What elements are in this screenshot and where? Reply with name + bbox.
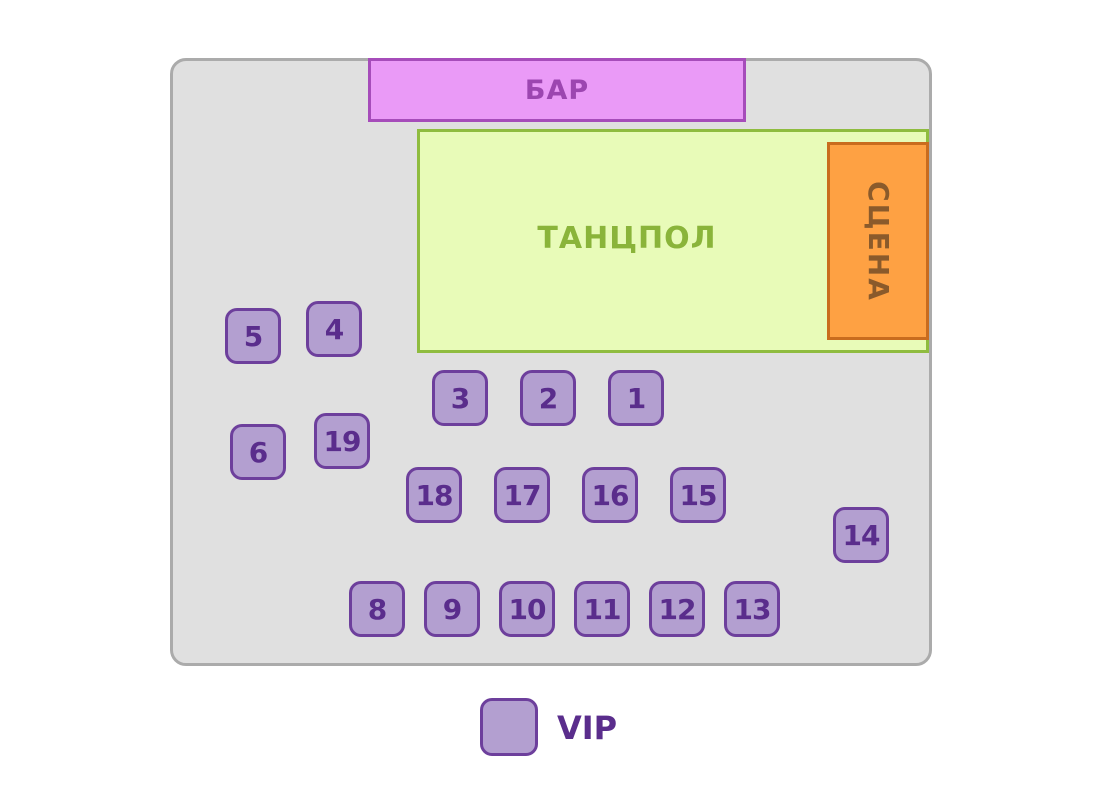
stage-area: [827, 142, 929, 340]
table-11[interactable]: 11: [574, 581, 630, 637]
legend-vip-label: VIP: [557, 709, 618, 747]
table-14[interactable]: 14: [833, 507, 889, 563]
table-17[interactable]: 17: [494, 467, 550, 523]
table-18[interactable]: 18: [406, 467, 462, 523]
table-19[interactable]: 19: [314, 413, 370, 469]
table-6[interactable]: 6: [230, 424, 286, 480]
table-16[interactable]: 16: [582, 467, 638, 523]
table-12[interactable]: 12: [649, 581, 705, 637]
dance-floor-label: ТАНЦПОЛ: [537, 220, 717, 256]
table-13[interactable]: 13: [724, 581, 780, 637]
legend-vip-swatch: [480, 698, 538, 756]
table-15[interactable]: 15: [670, 467, 726, 523]
table-5[interactable]: 5: [225, 308, 281, 364]
table-9[interactable]: 9: [424, 581, 480, 637]
table-10[interactable]: 10: [499, 581, 555, 637]
bar-area: БАР: [368, 58, 746, 122]
bar-label: БАР: [524, 74, 590, 106]
table-3[interactable]: 3: [432, 370, 488, 426]
table-8[interactable]: 8: [349, 581, 405, 637]
table-4[interactable]: 4: [306, 301, 362, 357]
table-1[interactable]: 1: [608, 370, 664, 426]
stage-label-wrap: СЦЕНА: [828, 142, 928, 340]
table-2[interactable]: 2: [520, 370, 576, 426]
stage-label: СЦЕНА: [861, 180, 895, 302]
